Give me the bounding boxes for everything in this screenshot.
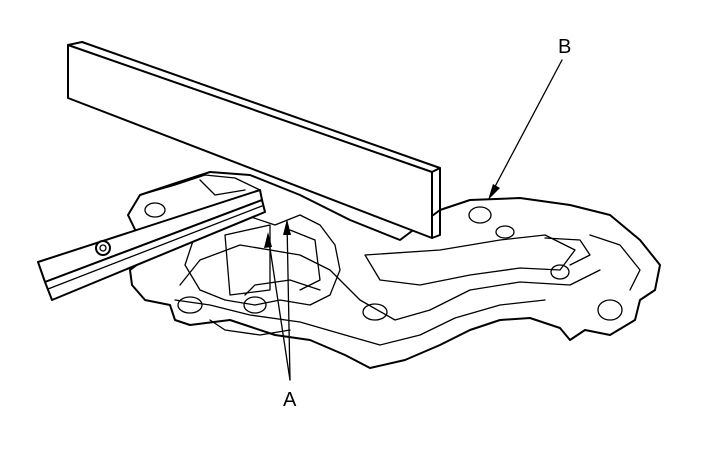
- pump-housing: [127, 171, 661, 369]
- feeler-gauge: [37, 189, 266, 301]
- callout-a-label: A: [283, 389, 297, 411]
- callout-b-label: B: [558, 36, 571, 58]
- straightedge: [67, 41, 441, 239]
- callout-a: A: [264, 219, 297, 411]
- callout-b: B: [488, 36, 571, 200]
